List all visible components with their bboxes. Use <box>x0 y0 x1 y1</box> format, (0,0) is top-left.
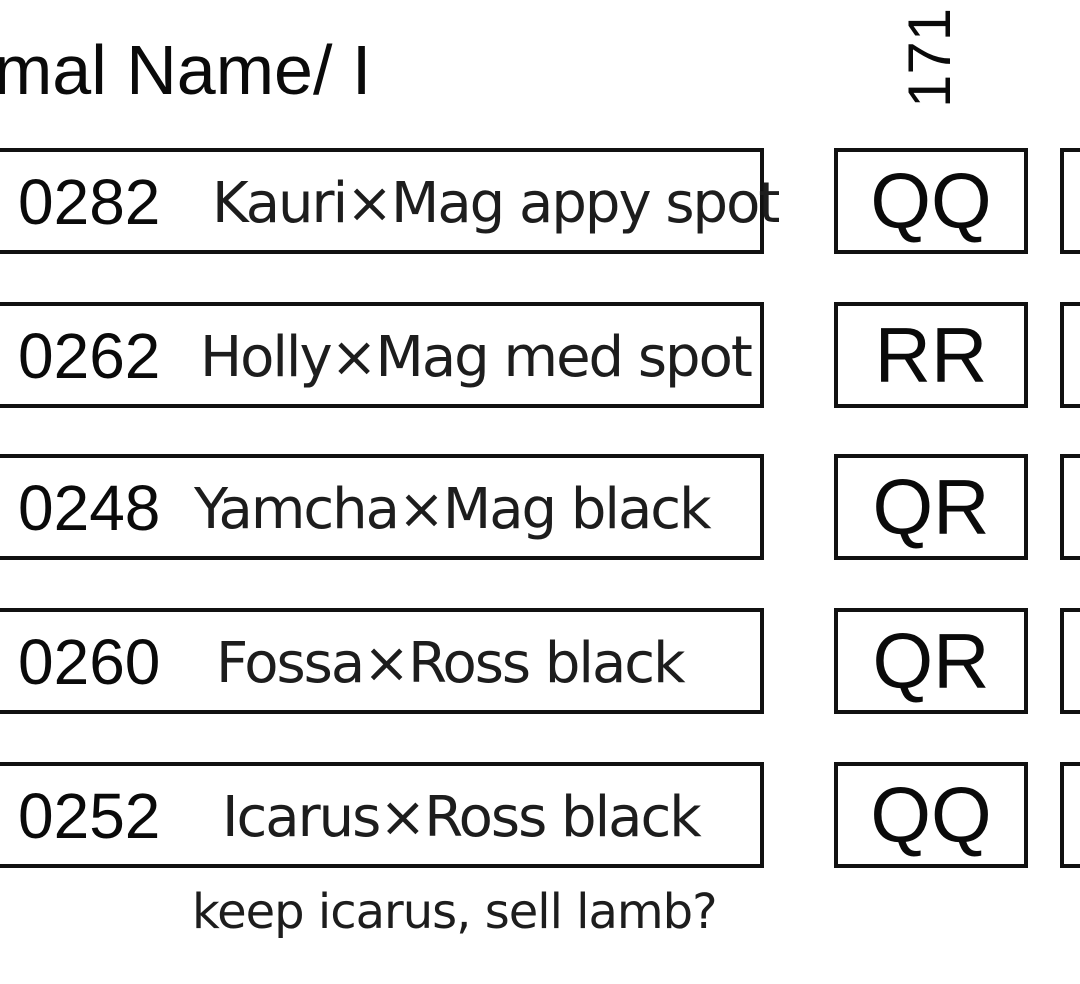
next-column-box <box>1060 454 1080 560</box>
column-code-label: 171 <box>892 0 972 110</box>
tag-number: 0248 <box>18 472 161 544</box>
animal-name-box: 0282 Kauri×Mag appy spot <box>0 148 780 254</box>
genotype-box: QQ <box>834 148 1028 254</box>
animal-name-box: 0262 Holly×Mag med spot <box>0 302 764 408</box>
genotype-box: RR <box>834 302 1028 408</box>
genotype-value: QQ <box>870 771 992 859</box>
animal-row: 0252 Icarus×Ross black QQ <box>0 762 1080 874</box>
animal-row: 0282 Kauri×Mag appy spot QQ <box>0 148 1080 260</box>
next-column-box <box>1060 148 1080 254</box>
animal-name-box: 0248 Yamcha×Mag black <box>0 454 764 560</box>
genotype-box: QR <box>834 454 1028 560</box>
next-column-box <box>1060 762 1080 868</box>
genotype-value: QR <box>872 617 990 705</box>
tag-number: 0252 <box>18 780 161 852</box>
genotype-value: QR <box>872 463 990 551</box>
next-column-box <box>1060 302 1080 408</box>
tag-number: 0262 <box>18 320 161 392</box>
column-title: mal Name/ I <box>0 31 372 109</box>
handwritten-note: keep icarus, sell lamb? <box>192 884 718 940</box>
genotype-box: QQ <box>834 762 1028 868</box>
animal-description: Holly×Mag med spot <box>200 325 753 390</box>
animal-row: 0262 Holly×Mag med spot RR <box>0 302 1080 414</box>
tag-number: 0282 <box>18 166 161 238</box>
animal-description: Icarus×Ross black <box>222 785 702 850</box>
animal-name-box: 0252 Icarus×Ross black <box>0 762 764 868</box>
animal-description: Yamcha×Mag black <box>194 477 712 542</box>
animal-description: Kauri×Mag appy spot <box>212 171 780 236</box>
genotype-value: RR <box>874 311 988 399</box>
column-code-text: 171 <box>896 7 963 108</box>
next-column-box <box>1060 608 1080 714</box>
animal-name-box: 0260 Fossa×Ross black <box>0 608 764 714</box>
genotype-box: QR <box>834 608 1028 714</box>
genotype-value: QQ <box>870 157 992 245</box>
tag-number: 0260 <box>18 626 161 698</box>
animal-description: Fossa×Ross black <box>216 631 686 696</box>
animal-row: 0248 Yamcha×Mag black QR <box>0 454 1080 566</box>
animal-row: 0260 Fossa×Ross black QR <box>0 608 1080 720</box>
